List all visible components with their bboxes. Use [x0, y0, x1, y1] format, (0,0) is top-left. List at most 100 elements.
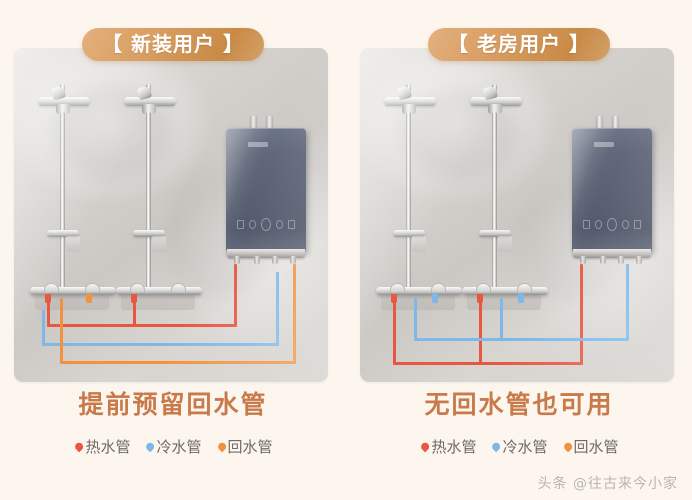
mixer-bar [30, 287, 116, 295]
heater-base [573, 249, 651, 258]
legend-item-hot: 热水管 [419, 440, 476, 455]
hot-pipe [234, 264, 237, 326]
heater-body [572, 128, 652, 252]
hot-pipe [133, 298, 136, 326]
hand-shower [498, 236, 512, 252]
cold-port [518, 294, 524, 303]
mixer-knob [431, 283, 446, 292]
cold-pipe [414, 298, 417, 340]
water-drop-icon [73, 442, 81, 453]
legend-label: 冷水管 [502, 438, 548, 456]
flue-pipe [596, 116, 603, 129]
heater-port [618, 256, 624, 264]
control-icon [583, 219, 591, 229]
legend-item-cold: 冷水管 [144, 440, 201, 455]
cold-port [432, 294, 438, 303]
shower-neck [402, 104, 416, 114]
hot-pipe [47, 298, 50, 326]
legend-label: 回水管 [227, 438, 273, 456]
heater-port [580, 256, 586, 264]
mixer-knob [85, 283, 100, 292]
control-icon [595, 219, 603, 229]
cold-pipe [276, 272, 279, 346]
flue-pipe [266, 116, 273, 129]
mixer-bar [116, 287, 202, 295]
mixer-knob [476, 283, 491, 292]
hand-shower [412, 236, 426, 252]
shower-slider [47, 230, 79, 237]
shower-fixture [376, 84, 462, 314]
water-drop-icon [216, 442, 224, 453]
return-pipe [60, 298, 63, 363]
shower-riser [492, 112, 497, 294]
valve-body [121, 294, 195, 310]
heater-port [600, 256, 606, 264]
return-port [86, 294, 92, 303]
heater-port [254, 256, 260, 264]
heater-port [272, 256, 278, 264]
hot-pipe [393, 298, 396, 364]
hot-pipe [393, 362, 583, 365]
control-icon [287, 219, 296, 229]
control-icon [633, 219, 642, 229]
legend-label: 回水管 [573, 438, 619, 456]
scene-photo-old-house [360, 48, 674, 382]
panel-caption: 无回水管也可用 [424, 390, 614, 419]
shower-riser [406, 112, 411, 294]
heater-control-panel [237, 216, 296, 232]
shower-neck [142, 104, 156, 114]
shower-slider [393, 230, 425, 237]
flue-pipe [250, 116, 257, 129]
hot-pipe [479, 298, 482, 364]
mixer-knob [130, 283, 145, 292]
badge-old-house: 【 老房用户 】 [428, 28, 610, 61]
cold-pipe [414, 338, 629, 341]
water-drop-icon [144, 442, 152, 453]
cold-pipe [626, 264, 629, 340]
heater-base [227, 249, 305, 258]
shower-head [470, 97, 522, 106]
legend-item-return: 回水管 [562, 440, 619, 455]
shower-riser [60, 112, 65, 294]
panel-caption: 提前预留回水管 [78, 390, 268, 419]
legend-label: 冷水管 [156, 438, 202, 456]
cold-pipe [42, 310, 45, 344]
control-icon [275, 219, 283, 229]
badge-label: 【 老房用户 】 [448, 32, 590, 56]
control-icon [237, 219, 245, 229]
cold-pipe [500, 298, 503, 340]
badge-label: 【 新装用户 】 [102, 32, 244, 56]
shower-fixture [462, 84, 548, 314]
legend-label: 热水管 [431, 438, 477, 456]
pipe-legend: 热水管 冷水管 回水管 [346, 440, 692, 455]
control-icon [261, 217, 271, 231]
hot-pipe [47, 324, 237, 327]
mixer-bar [462, 287, 548, 295]
shower-fixture [116, 84, 202, 314]
water-drop-icon [562, 442, 570, 453]
cold-pipe [42, 343, 279, 346]
brand-logo [594, 142, 614, 147]
hand-shower [152, 236, 166, 252]
control-icon [249, 219, 257, 229]
pipe-legend: 热水管 冷水管 回水管 [0, 440, 346, 455]
mixer-knob [390, 283, 405, 292]
shower-slider [133, 230, 165, 237]
control-icon [607, 217, 617, 231]
shower-head [384, 97, 436, 106]
mixer-knob [517, 283, 532, 292]
panel-new-install: 【 新装用户 】 [0, 0, 346, 500]
heater-port [234, 256, 240, 264]
return-pipe [293, 264, 296, 363]
water-heater [226, 116, 306, 264]
hand-shower [66, 236, 80, 252]
brand-logo [248, 142, 268, 147]
legend-item-hot: 热水管 [73, 440, 130, 455]
shower-fixture [30, 84, 116, 314]
shower-riser [146, 112, 151, 294]
water-drop-icon [490, 442, 498, 453]
legend-item-cold: 冷水管 [490, 440, 547, 455]
badge-new-install: 【 新装用户 】 [82, 28, 264, 61]
heater-port [290, 256, 296, 264]
